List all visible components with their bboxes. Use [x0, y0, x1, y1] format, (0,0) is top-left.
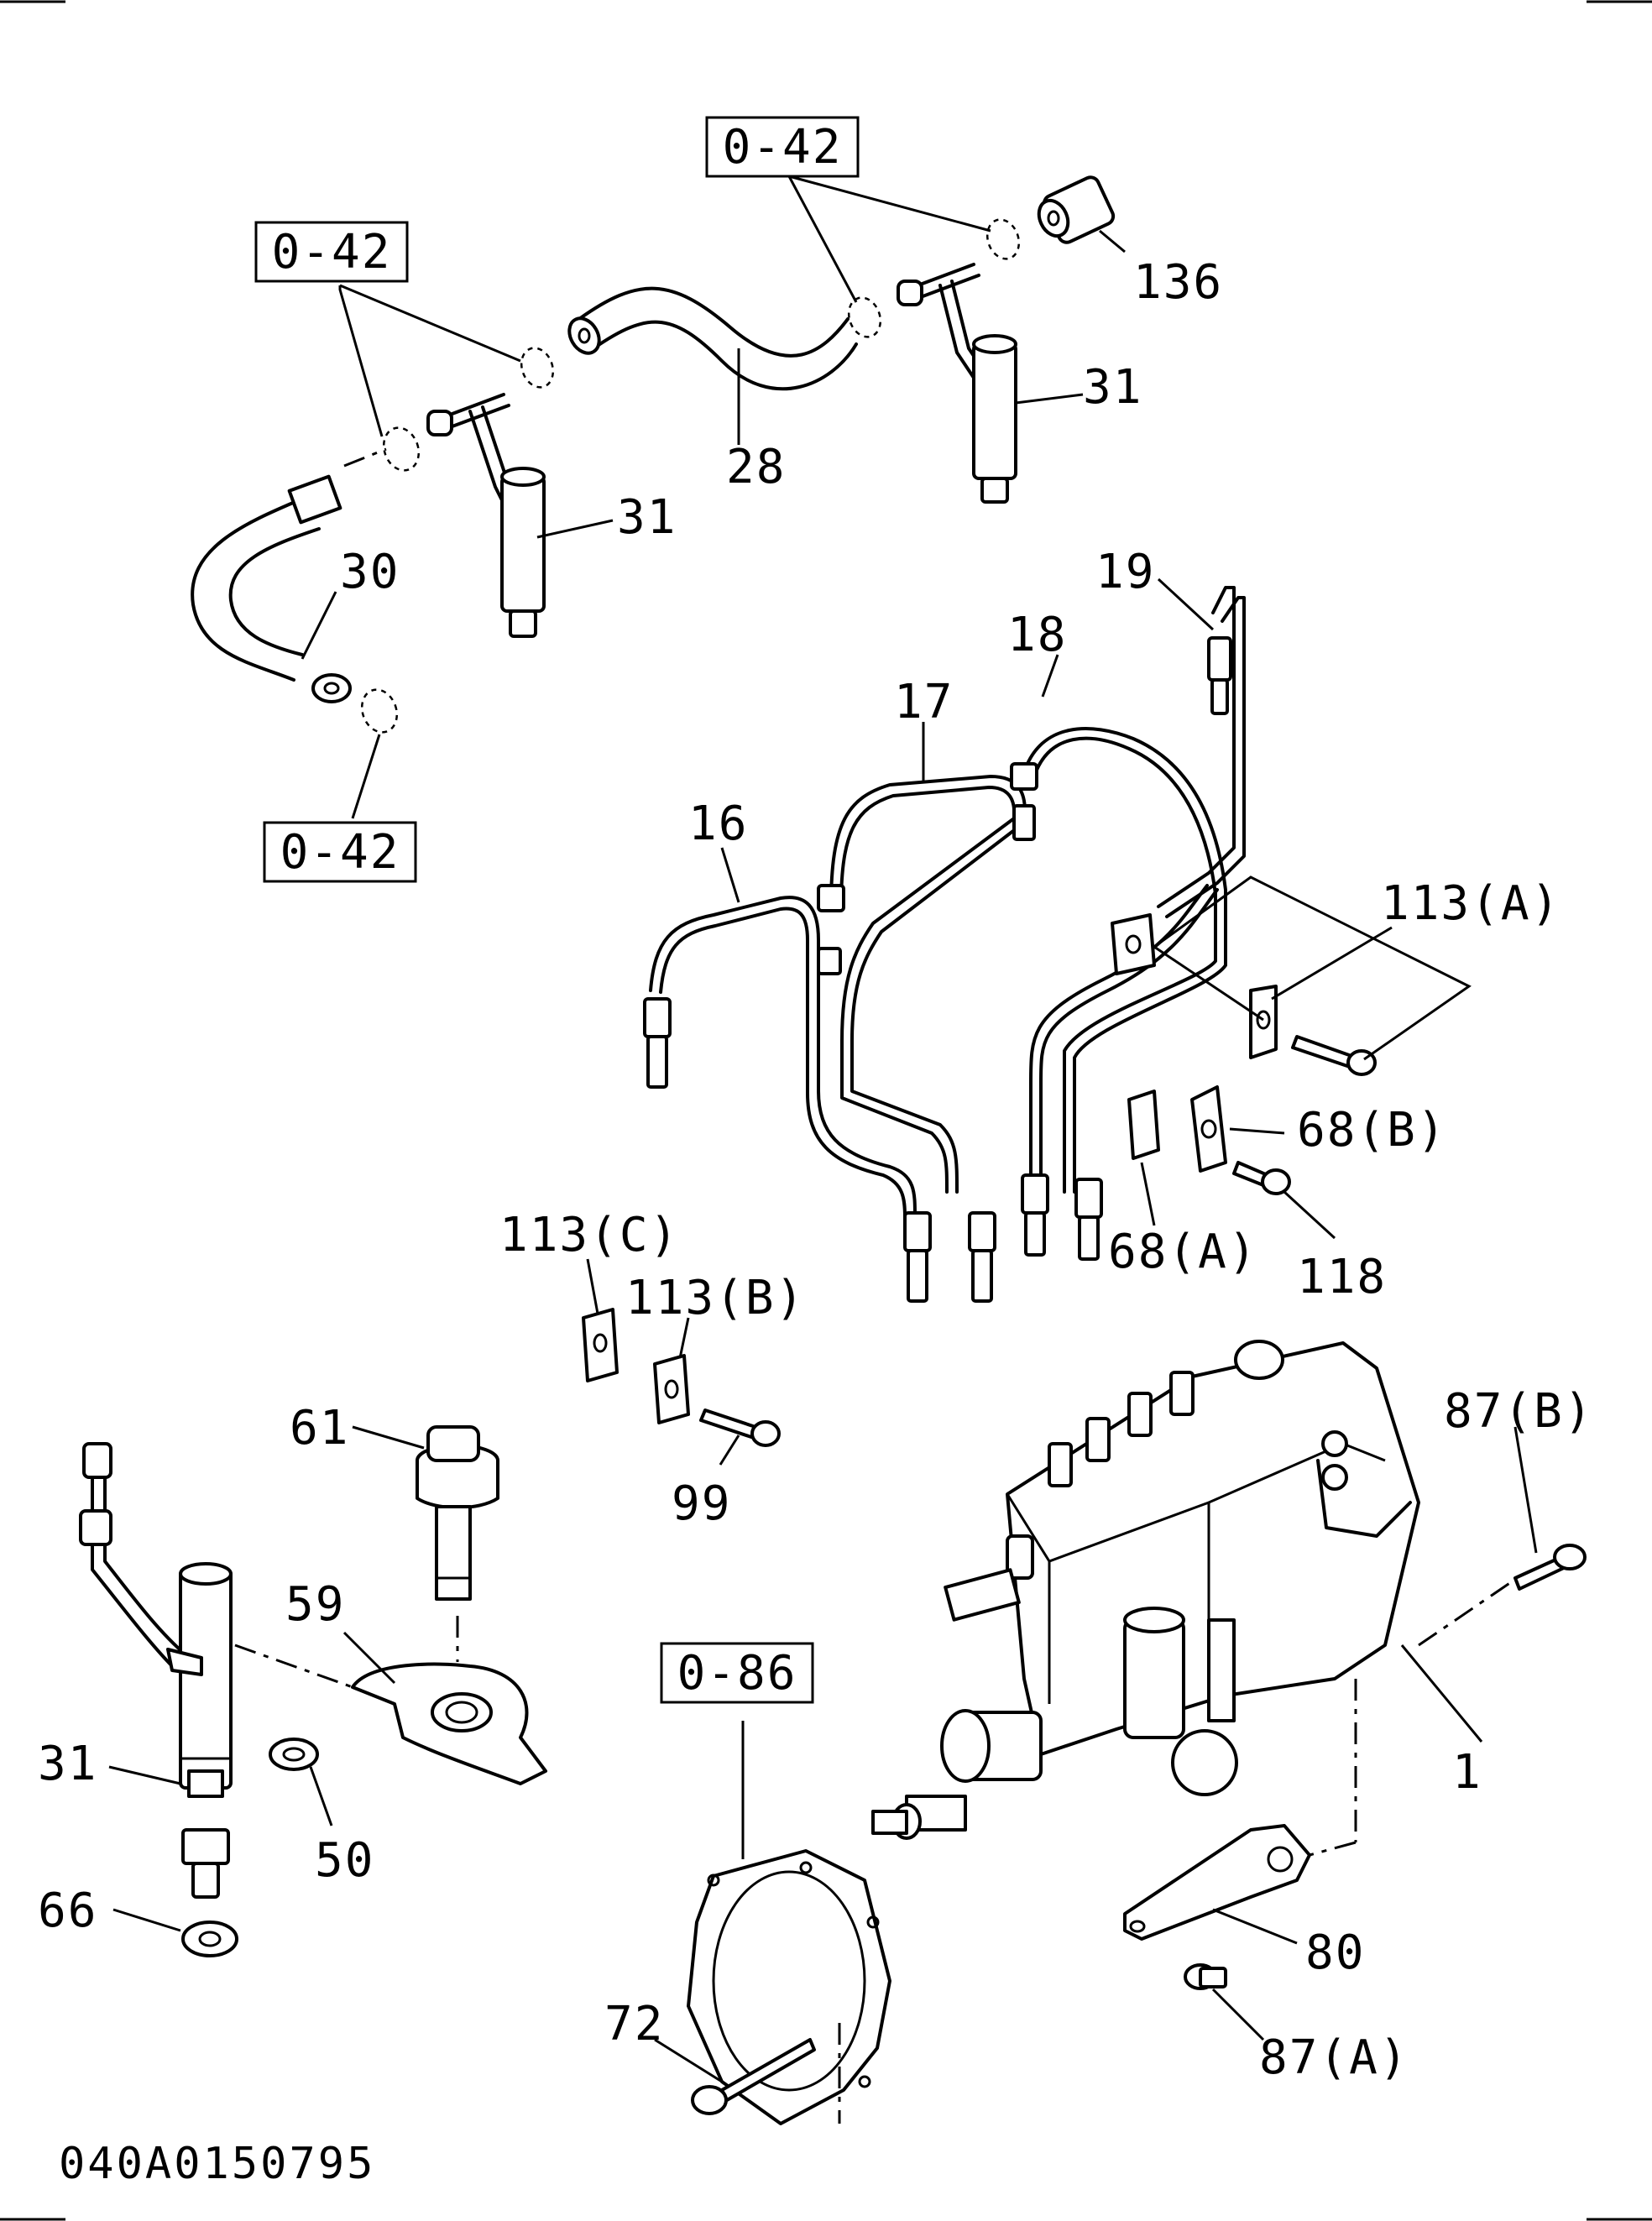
part-label-61: 61	[290, 1401, 349, 1455]
part-label-19: 19	[1095, 545, 1155, 599]
washer-66	[181, 1921, 238, 1957]
part-label-113c: 113(C)	[499, 1208, 679, 1262]
leaders-top	[301, 175, 1126, 819]
part-label-118: 118	[1297, 1250, 1387, 1304]
ref-box-3[interactable]: 0-42	[263, 821, 417, 883]
hose-28	[567, 286, 858, 391]
svg-text:0-42: 0-42	[272, 225, 392, 280]
part-label-31: 31	[617, 490, 677, 545]
ref-box-4[interactable]: 0-86	[660, 1642, 814, 1704]
ref-box-2[interactable]: 0-42	[254, 221, 409, 283]
bolt-87b	[1513, 1544, 1587, 1591]
bolt-72	[654, 2023, 841, 2124]
part-label-80: 80	[1305, 1926, 1365, 1980]
washer-50	[269, 1738, 319, 1771]
part-label-87b: 87(B)	[1444, 1384, 1594, 1439]
part-labels: 136 31 28 31 30 19 18 17 16 113(A) 68(B)…	[38, 255, 1594, 2085]
hose-136	[1037, 175, 1116, 244]
part-label-87a: 87(A)	[1259, 2030, 1409, 2085]
pipe-clamps-middle	[720, 577, 1472, 1240]
bolt-icon	[1291, 1035, 1377, 1076]
part-label-50: 50	[315, 1833, 374, 1888]
pipe-clamps-lower	[582, 1258, 781, 1466]
bolt-87a	[1184, 1963, 1227, 1990]
leaders-pump	[1211, 1426, 1538, 2041]
nozzle-31-lower	[79, 1442, 233, 1899]
bracket-59	[351, 1662, 547, 1785]
svg-text:0-42: 0-42	[723, 120, 843, 175]
part-label-68a: 68(A)	[1108, 1225, 1258, 1279]
part-label-17: 17	[894, 675, 954, 729]
bolt-icon	[699, 1408, 781, 1447]
part-label-31: 31	[1083, 360, 1142, 415]
part-label-28: 28	[726, 440, 786, 494]
nozzle-31-upper-left	[426, 393, 546, 638]
svg-text:0-86: 0-86	[677, 1646, 797, 1701]
stay-80	[1123, 1824, 1311, 1941]
part-label-99: 99	[672, 1476, 731, 1531]
pipe-end-fittings	[643, 636, 1232, 1303]
injection-pump-1	[871, 1340, 1420, 1840]
part-label-113a: 113(A)	[1381, 876, 1561, 931]
part-label-30: 30	[340, 545, 400, 599]
clamp-icons	[360, 218, 1021, 734]
part-label-136: 136	[1133, 255, 1223, 310]
leaders-lower-left	[108, 1425, 459, 1932]
bolt-icon	[1232, 1161, 1291, 1195]
part-label-31: 31	[38, 1737, 97, 1791]
part-label-66: 66	[38, 1884, 97, 1938]
bolt-61	[416, 1425, 499, 1601]
part-label-59: 59	[285, 1577, 345, 1632]
part-label-16: 16	[688, 797, 748, 851]
part-label-113b: 113(B)	[625, 1271, 805, 1325]
part-label-68b: 68(B)	[1297, 1103, 1447, 1158]
drawing-code: 040A0150795	[59, 2139, 375, 2189]
nozzle-31-upper-right	[897, 263, 1017, 504]
part-label-1: 1	[1452, 1745, 1482, 1800]
svg-text:0-42: 0-42	[280, 825, 400, 880]
hose-30	[191, 474, 352, 703]
part-label-18: 18	[1007, 608, 1067, 662]
ref-box-1[interactable]: 0-42	[705, 116, 860, 178]
part-label-72: 72	[604, 1997, 664, 2051]
